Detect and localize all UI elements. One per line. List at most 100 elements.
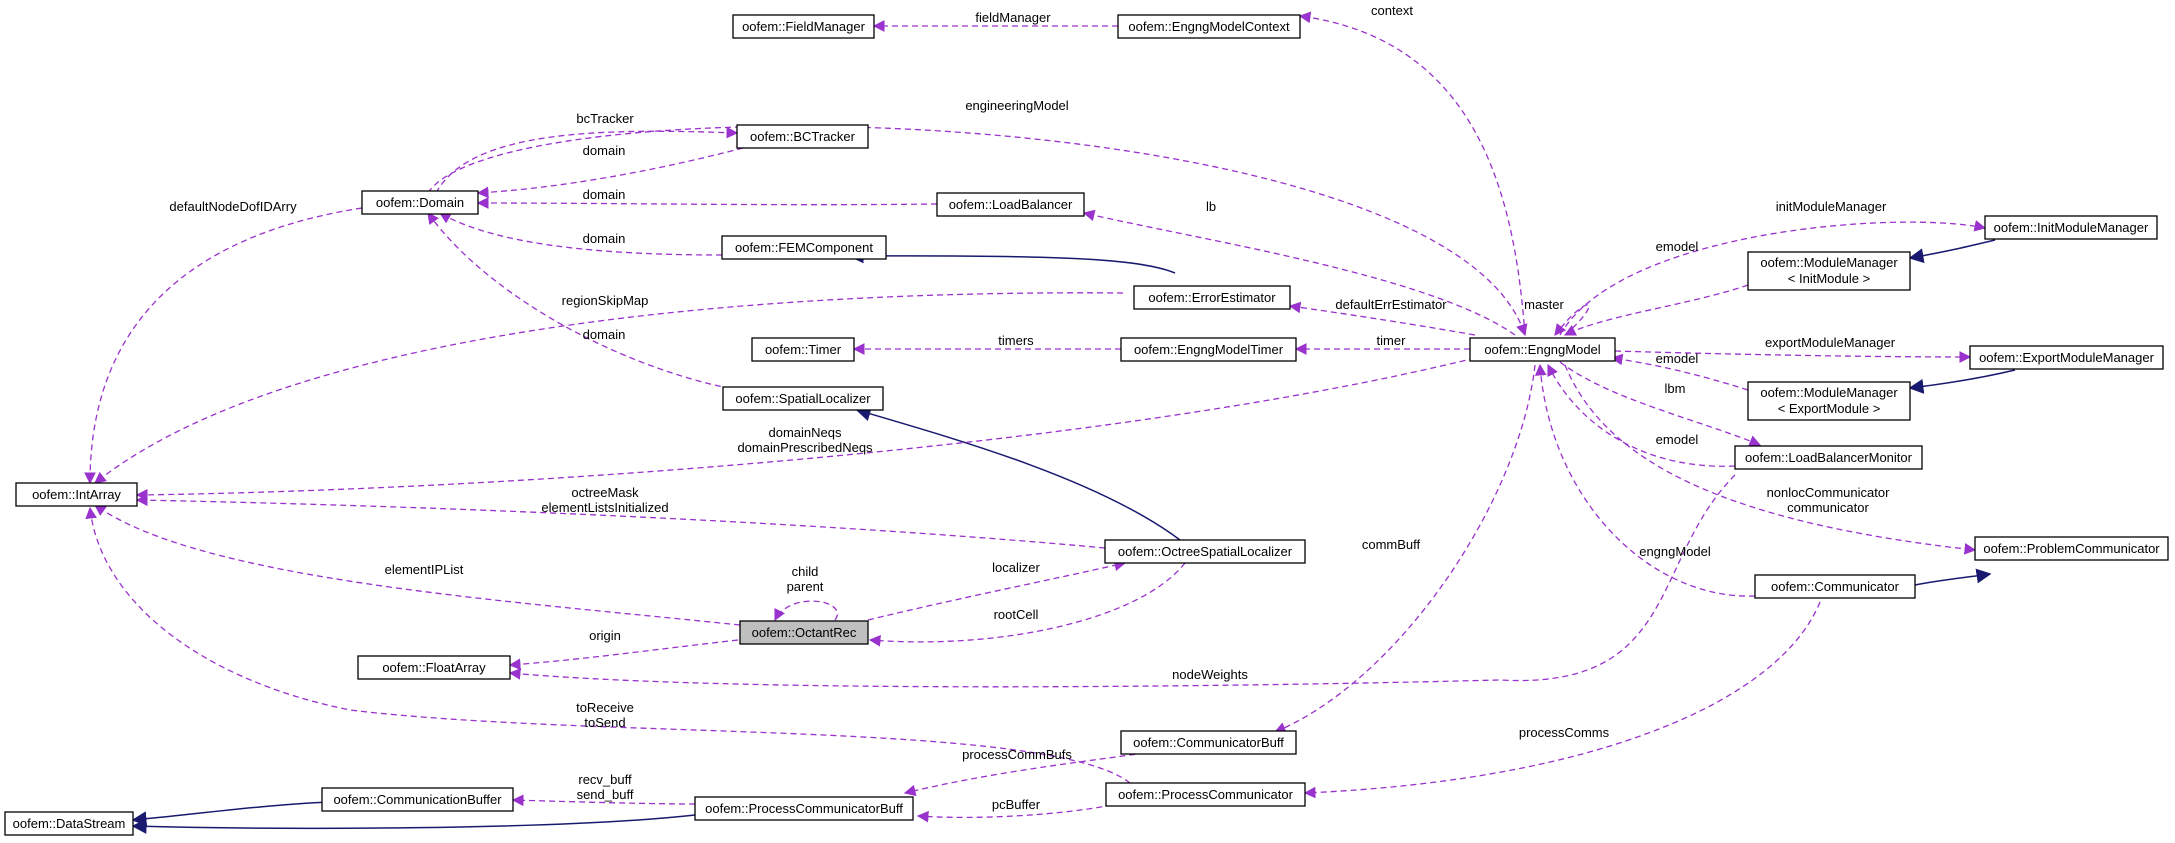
edge-emodel-init — [1563, 284, 1749, 336]
label-master: master — [1524, 297, 1564, 312]
label-domainneqs-1: domainNeqs — [769, 425, 842, 440]
label-defaulterrestimator: defaultErrEstimator — [1335, 297, 1447, 312]
node-modulemanager-init[interactable]: oofem::ModuleManager < InitModule > — [1747, 251, 1911, 291]
svg-text:oofem::EngngModelContext: oofem::EngngModelContext — [1128, 19, 1290, 34]
svg-text:oofem::ExportModuleManager: oofem::ExportModuleManager — [1979, 350, 2155, 365]
svg-text:oofem::OctreeSpatialLocalizer: oofem::OctreeSpatialLocalizer — [1118, 544, 1293, 559]
node-timer[interactable]: oofem::Timer — [751, 337, 855, 362]
node-initmodulemanager[interactable]: oofem::InitModuleManager — [1984, 215, 2158, 240]
edge-octreemask — [135, 494, 1106, 549]
edge-initmodulemanager — [1559, 220, 1987, 336]
label-regionskipmap: regionSkipMap — [562, 293, 649, 308]
svg-text:oofem::ProcessCommunicator: oofem::ProcessCommunicator — [1118, 787, 1294, 802]
label-commbuff: commBuff — [1362, 537, 1421, 552]
edge-processcomms — [1303, 601, 1821, 799]
label-emodel-init: emodel — [1656, 239, 1699, 254]
label-engngmodel: engngModel — [1639, 544, 1711, 559]
label-domain-lb: domain — [583, 187, 626, 202]
label-exportmodulemanager: exportModuleManager — [1765, 335, 1896, 350]
edge-bctracker — [435, 126, 739, 194]
edge-nodeweights — [508, 474, 1736, 688]
edge-localizer — [867, 559, 1127, 621]
edge-context — [1298, 11, 1526, 336]
label-elementiplist: elementIPList — [385, 562, 464, 577]
svg-text:oofem::ProblemCommunicator: oofem::ProblemCommunicator — [1983, 541, 2160, 556]
node-loadbalancermonitor[interactable]: oofem::LoadBalancerMonitor — [1734, 445, 1923, 470]
label-nonloccommunicator-1: nonlocCommunicator — [1767, 485, 1891, 500]
node-processcommunicatorbuff[interactable]: oofem::ProcessCommunicatorBuff — [694, 796, 914, 821]
svg-text:oofem::LoadBalancerMonitor: oofem::LoadBalancerMonitor — [1745, 450, 1913, 465]
svg-text:oofem::OctantRec: oofem::OctantRec — [752, 625, 857, 640]
node-spatiallocalizer[interactable]: oofem::SpatialLocalizer — [722, 386, 884, 411]
svg-text:oofem::InitModuleManager: oofem::InitModuleManager — [1994, 220, 2149, 235]
node-engngmodeltimer[interactable]: oofem::EngngModelTimer — [1120, 337, 1297, 362]
edge-elementiplist — [94, 504, 741, 626]
edge-exportmm-modulemanager — [1908, 369, 2016, 394]
svg-text:oofem::Timer: oofem::Timer — [765, 342, 842, 357]
svg-text:oofem::ModuleManager: oofem::ModuleManager — [1760, 255, 1898, 270]
node-domain[interactable]: oofem::Domain — [361, 190, 479, 215]
svg-text:oofem::FloatArray: oofem::FloatArray — [382, 660, 486, 675]
label-nonloccommunicator-2: communicator — [1787, 500, 1869, 515]
label-engineeringmodel: engineeringModel — [965, 98, 1068, 113]
node-intarray[interactable]: oofem::IntArray — [15, 482, 138, 507]
label-octreemask-2: elementListsInitialized — [541, 500, 668, 515]
label-pcbuffer: pcBuffer — [992, 797, 1041, 812]
node-exportmodulemanager[interactable]: oofem::ExportModuleManager — [1969, 345, 2164, 370]
edge-domain-spatiallocalizer — [427, 212, 771, 396]
label-initmodulemanager: initModuleManager — [1776, 199, 1887, 214]
label-toreceive-1: toReceive — [576, 700, 634, 715]
node-femcomponent[interactable]: oofem::FEMComponent — [721, 235, 887, 260]
edge-recvbuff — [511, 794, 696, 807]
label-emodel-export: emodel — [1656, 351, 1699, 366]
node-datastream[interactable]: oofem::DataStream — [4, 811, 134, 836]
svg-text:oofem::ProcessCommunicatorBuff: oofem::ProcessCommunicatorBuff — [705, 801, 903, 816]
label-lbm: lbm — [1665, 381, 1686, 396]
node-octantrec[interactable]: oofem::OctantRec — [739, 620, 869, 645]
edge-commbuff — [1273, 364, 1536, 734]
edge-origin — [508, 639, 739, 671]
node-octreespatiallocalizer[interactable]: oofem::OctreeSpatialLocalizer — [1104, 539, 1306, 564]
node-communicator[interactable]: oofem::Communicator — [1754, 574, 1916, 599]
node-engngmodelcontext[interactable]: oofem::EngngModelContext — [1117, 14, 1301, 39]
edge-pcbuffer — [916, 804, 1113, 823]
label-lb: lb — [1206, 199, 1216, 214]
label-context: context — [1371, 3, 1413, 18]
edge-engineeringmodel — [427, 125, 1528, 337]
edge-master — [1554, 304, 1590, 336]
label-bctracker: bcTracker — [576, 111, 634, 126]
edge-octree-spatiallocalizer — [855, 406, 1181, 541]
svg-text:oofem::FieldManager: oofem::FieldManager — [742, 19, 866, 34]
svg-text:oofem::LoadBalancer: oofem::LoadBalancer — [949, 197, 1073, 212]
edge-nonloccommunicator — [1564, 364, 1977, 555]
edge-domainneqs — [135, 357, 1476, 501]
svg-text:oofem::Communicator: oofem::Communicator — [1771, 579, 1900, 594]
node-processcommunicator[interactable]: oofem::ProcessCommunicator — [1105, 782, 1306, 807]
node-engngmodel[interactable]: oofem::EngngModel — [1469, 337, 1616, 362]
edge-communicator-problemcommunicator — [1914, 568, 1992, 586]
node-floatarray[interactable]: oofem::FloatArray — [357, 655, 511, 680]
node-loadbalancer[interactable]: oofem::LoadBalancer — [936, 192, 1085, 217]
svg-text:oofem::EngngModel: oofem::EngngModel — [1484, 342, 1600, 357]
svg-text:oofem::IntArray: oofem::IntArray — [32, 487, 121, 502]
edge-toreceive — [85, 506, 1131, 784]
edge-domain-femcomponent — [438, 212, 723, 256]
node-problemcommunicator[interactable]: oofem::ProblemCommunicator — [1974, 536, 2169, 561]
node-modulemanager-export[interactable]: oofem::ModuleManager < ExportModule > — [1747, 381, 1911, 421]
edge-domain-loadbalancer — [476, 197, 938, 209]
node-fieldmanager[interactable]: oofem::FieldManager — [732, 14, 875, 39]
label-toreceive-2: toSend — [584, 715, 625, 730]
node-communicatorbuff[interactable]: oofem::CommunicatorBuff — [1120, 730, 1297, 755]
label-domain-bc: domain — [583, 143, 626, 158]
svg-text:oofem::EngngModelTimer: oofem::EngngModelTimer — [1134, 342, 1284, 357]
edge-initmm-modulemanager — [1908, 239, 1996, 264]
label-recvbuff-1: recv_buff — [578, 772, 632, 787]
label-rootcell: rootCell — [994, 607, 1039, 622]
node-communicationbuffer[interactable]: oofem::CommunicationBuffer — [321, 787, 514, 812]
label-nodeweights: nodeWeights — [1172, 667, 1248, 682]
label-domainneqs-2: domainPrescribedNeqs — [737, 440, 873, 455]
node-bctracker[interactable]: oofem::BCTracker — [736, 124, 869, 149]
node-errorestimator[interactable]: oofem::ErrorEstimator — [1133, 285, 1291, 310]
svg-text:oofem::DataStream: oofem::DataStream — [13, 816, 126, 831]
label-domain-sl: domain — [583, 327, 626, 342]
